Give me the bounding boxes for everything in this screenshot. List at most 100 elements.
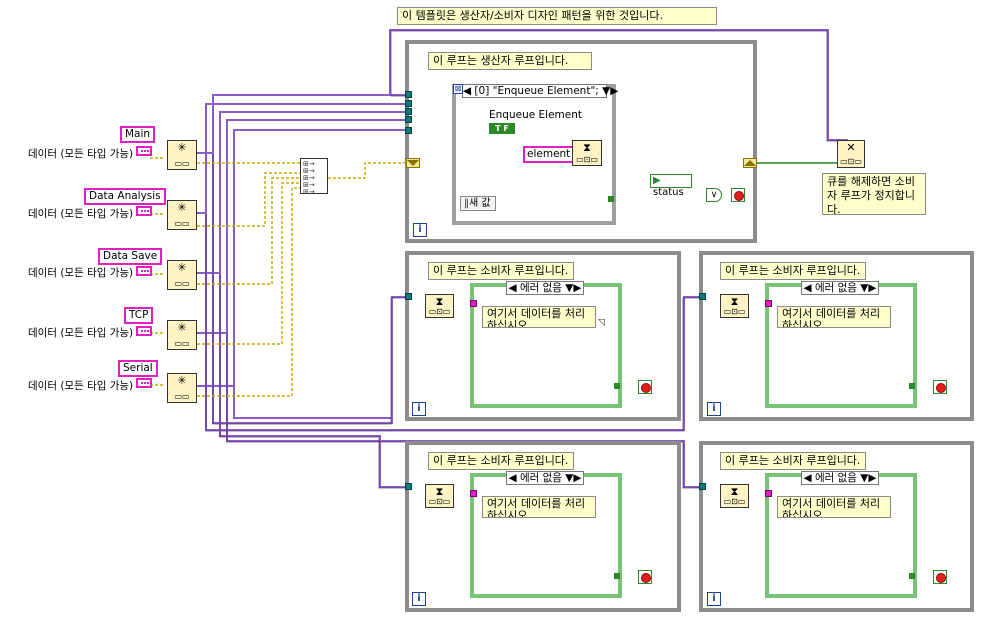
data-type-label-tcp: 데이터 (모든 타입 가능): [28, 327, 134, 339]
consumer-2-error-tunnel: [765, 300, 772, 307]
consumer-3-case-structure[interactable]: [470, 473, 622, 598]
error-tunnel: [608, 196, 614, 202]
consumer-3-case-selector[interactable]: ◀ 에러 없음 ▼▶: [506, 471, 584, 485]
obtain-queue-main[interactable]: ✳ ▭▭: [167, 140, 197, 170]
consumer-2-stop-tunnel: [909, 383, 915, 389]
queue-name-data-analysis[interactable]: Data Analysis: [84, 188, 166, 205]
data-type-constant-serial[interactable]: [136, 378, 152, 388]
queue-tunnel-3: [405, 108, 412, 115]
dequeue-element-icon: ⧗: [730, 295, 739, 308]
consumer-4-iteration-terminal: i: [707, 592, 721, 606]
obtain-queue-icon: ✳: [177, 141, 187, 154]
unbundle-status[interactable]: ▶ status: [650, 174, 692, 198]
consumer-4-stop-icon[interactable]: [933, 570, 947, 584]
producer-stop-icon[interactable]: [731, 188, 745, 202]
obtain-queue-icon: ✳: [177, 261, 187, 274]
consumer-1-stop-tunnel: [614, 383, 620, 389]
consumer-1-error-tunnel: [470, 300, 477, 307]
case-prev-icon[interactable]: ◀: [463, 85, 472, 97]
producer-case-selector[interactable]: ◀ [0] "Enqueue Element"; ▼▶: [462, 84, 619, 98]
template-description-comment: 이 템플릿은 생산자/소비자 디자인 패턴을 위한 것입니다.: [397, 7, 717, 25]
dequeue-element-icon: ⧗: [435, 485, 444, 498]
shift-register-value-label: ‖새 값: [460, 196, 496, 211]
consumer-3-iteration-terminal: i: [412, 592, 426, 606]
queue-name-serial[interactable]: Serial: [118, 360, 158, 377]
or-function-icon[interactable]: ∨: [706, 188, 722, 202]
boolean-constant[interactable]: T F: [489, 123, 515, 134]
consumer-1-iteration-terminal: i: [412, 402, 426, 416]
dequeue-element-node-3[interactable]: ⧗ ▭⊡▭: [425, 484, 454, 508]
build-array-node[interactable]: ⊞→⊞→⊞→⊞→⊞→: [300, 158, 328, 196]
consumer-loop-2-comment: 이 루프는 소비자 루프입니다.: [720, 262, 866, 280]
build-array-icon: ⊞→⊞→⊞→⊞→⊞→: [303, 160, 315, 196]
obtain-queue-icon: ✳: [177, 321, 187, 334]
queue-name-tcp[interactable]: TCP: [124, 307, 154, 324]
consumer-4-case-selector[interactable]: ◀ 에러 없음 ▼▶: [801, 471, 879, 485]
enqueue-element-node[interactable]: ⧗ ▭⊡▭: [572, 140, 602, 166]
dequeue-element-node-2[interactable]: ⧗ ▭⊡▭: [720, 294, 749, 318]
data-type-constant-data-save[interactable]: [136, 266, 152, 276]
consumer-2-queue-tunnel: [699, 293, 706, 300]
queue-tunnel-5: [405, 127, 412, 134]
shift-register-right: [743, 158, 757, 168]
consumer-4-case-structure[interactable]: [765, 473, 917, 598]
consumer-4-note: 여기서 데이터를 처리하십시오.: [777, 496, 891, 518]
consumer-2-stop-icon[interactable]: [933, 380, 947, 394]
producer-iteration-terminal: i: [413, 223, 427, 237]
consumer-2-case-selector[interactable]: ◀ 에러 없음 ▼▶: [801, 281, 879, 295]
consumer-loop-3-comment: 이 루프는 소비자 루프입니다.: [428, 452, 574, 470]
obtain-queue-icon: ✳: [177, 201, 187, 214]
resize-handle-icon[interactable]: ◹: [598, 318, 605, 328]
consumer-3-stop-icon[interactable]: [638, 570, 652, 584]
obtain-queue-icon: ✳: [177, 374, 187, 387]
release-queue-icon: ✕: [846, 141, 856, 154]
queue-tunnel-2: [405, 100, 412, 107]
data-type-label-serial: 데이터 (모든 타입 가능): [28, 380, 134, 392]
obtain-queue-tcp[interactable]: ✳ ▭▭: [167, 320, 197, 350]
consumer-1-case-selector[interactable]: ◀ 에러 없음 ▼▶: [506, 281, 584, 295]
consumer-1-note: 여기서 데이터를 처리하십시오.: [482, 306, 596, 328]
data-type-label-data-analysis: 데이터 (모든 타입 가능): [28, 208, 134, 220]
data-type-constant-main[interactable]: [136, 146, 152, 156]
case-dropdown-icon[interactable]: ▼▶: [602, 85, 619, 97]
consumer-3-error-tunnel: [470, 490, 477, 497]
consumer-4-queue-tunnel: [699, 483, 706, 490]
release-queue-node[interactable]: ✕ ▭⊡▭: [837, 140, 865, 168]
consumer-1-stop-icon[interactable]: [638, 380, 652, 394]
element-control[interactable]: element: [523, 146, 575, 163]
dequeue-element-icon: ⧗: [730, 485, 739, 498]
shift-register-left: [406, 158, 420, 168]
queue-tunnel-1: [405, 91, 412, 98]
consumer-2-note: 여기서 데이터를 처리하십시오.: [777, 306, 891, 328]
dequeue-element-node-1[interactable]: ⧗ ▭⊡▭: [425, 294, 454, 318]
queue-name-main[interactable]: Main: [120, 126, 156, 143]
consumer-2-iteration-terminal: i: [707, 402, 721, 416]
consumer-loop-4-comment: 이 루프는 소비자 루프입니다.: [720, 452, 866, 470]
producer-loop-comment: 이 루프는 생산자 루프입니다.: [428, 52, 592, 70]
producer-case-label: Enqueue Element: [489, 109, 582, 121]
consumer-1-queue-tunnel: [405, 293, 412, 300]
consumer-4-stop-tunnel: [909, 573, 915, 579]
enqueue-element-icon: ⧗: [583, 141, 591, 154]
data-type-label-data-save: 데이터 (모든 타입 가능): [28, 267, 134, 279]
queue-tunnel-4: [405, 116, 412, 123]
data-type-constant-tcp[interactable]: [136, 326, 152, 336]
data-type-constant-data-analysis[interactable]: [136, 206, 152, 216]
queue-refnum-wires-shadow: [205, 30, 848, 489]
dequeue-element-node-4[interactable]: ⧗ ▭⊡▭: [720, 484, 749, 508]
consumer-3-note: 여기서 데이터를 처리하십시오.: [482, 496, 596, 518]
data-type-label-main: 데이터 (모든 타입 가능): [28, 148, 134, 160]
consumer-1-case-structure[interactable]: [470, 283, 622, 408]
consumer-2-case-structure[interactable]: [765, 283, 917, 408]
obtain-queue-data-save[interactable]: ✳ ▭▭: [167, 260, 197, 290]
consumer-loop-1-comment: 이 루프는 소비자 루프입니다.: [428, 262, 574, 280]
dequeue-element-icon: ⧗: [435, 295, 444, 308]
obtain-queue-serial[interactable]: ✳ ▭▭: [167, 373, 197, 403]
queue-name-data-save[interactable]: Data Save: [98, 248, 163, 265]
release-queue-comment: 큐를 해제하면 소비자 루프가 정지합니다.: [822, 173, 926, 216]
consumer-4-error-tunnel: [765, 490, 772, 497]
consumer-3-queue-tunnel: [405, 483, 412, 490]
consumer-3-stop-tunnel: [614, 573, 620, 579]
obtain-queue-data-analysis[interactable]: ✳ ▭▭: [167, 200, 197, 230]
event-source-icon: ⊠: [453, 84, 463, 94]
